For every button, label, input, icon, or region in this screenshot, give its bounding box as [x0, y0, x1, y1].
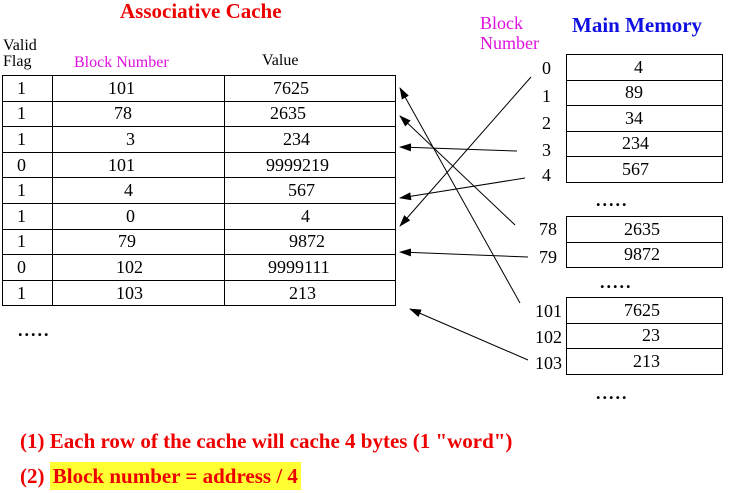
memory-row: 2635	[566, 216, 723, 243]
note-2-prefix: (2)	[20, 464, 50, 488]
cache-title: Associative Cache	[120, 0, 282, 23]
arrow-block-79	[399, 248, 529, 258]
valid-header-line1: Valid	[3, 37, 37, 54]
cache-row: 1 4 567	[2, 177, 396, 204]
note-2: (2) Block number = address / 4	[20, 462, 301, 490]
arrow-block-103	[409, 308, 529, 361]
memory-title: Main Memory	[572, 13, 703, 37]
value-cell: 2635	[224, 100, 396, 128]
memory-value-cell: 4	[566, 54, 723, 81]
cache-row: 0 101 9999219	[2, 151, 396, 179]
block-cell: 4	[52, 177, 225, 204]
value-cell: 9872	[224, 228, 396, 256]
mem-block-number: 4	[542, 165, 551, 185]
memory-table-group-2: 2635 9872	[566, 216, 723, 268]
memory-value-cell: 7625	[566, 297, 723, 324]
cache-row: 1 0 4	[2, 202, 396, 230]
cache-table: 1 101 7625 1 78 2635 1 3 234 0 101 99992…	[2, 75, 396, 307]
mem-block-number: 0	[542, 58, 551, 78]
value-cell: 567	[224, 177, 396, 204]
memory-value-cell: 213	[566, 348, 723, 375]
block-cell: 78	[52, 100, 225, 128]
memory-ellipsis: .....	[600, 272, 633, 292]
block-cell: 0	[52, 202, 225, 230]
mem-block-number: 79	[539, 247, 557, 267]
arrow-block-3	[399, 143, 518, 152]
value-header: Value	[262, 52, 299, 69]
memory-row: 7625	[566, 297, 723, 324]
cache-row: 1 103 213	[2, 279, 396, 307]
memory-table-group-1: 4 89 34 234 567	[566, 54, 723, 183]
value-cell: 213	[224, 279, 396, 307]
memory-row: 567	[566, 156, 723, 183]
block-cell: 103	[52, 279, 225, 307]
mem-block-header-line1: Block	[480, 13, 523, 33]
cache-ellipsis: .....	[18, 320, 51, 340]
valid-cell: 1	[2, 177, 53, 204]
memory-value-cell: 9872	[566, 241, 723, 268]
arrow-block-101	[399, 87, 521, 304]
mem-block-number: 2	[542, 113, 551, 133]
memory-value-cell: 567	[566, 156, 723, 183]
mem-block-number: 101	[535, 301, 562, 321]
valid-flag-header: Valid Flag	[3, 38, 37, 70]
memory-ellipsis: .....	[596, 383, 629, 403]
value-cell: 4	[224, 202, 396, 230]
block-cell: 79	[52, 228, 225, 256]
cache-row: 1 78 2635	[2, 100, 396, 128]
valid-cell: 1	[2, 126, 53, 153]
memory-ellipsis: .....	[596, 190, 629, 210]
note-1: (1) Each row of the cache will cache 4 b…	[20, 429, 513, 453]
mem-block-number: 3	[542, 140, 551, 160]
mem-block-header-line2: Number	[480, 33, 539, 53]
arrow-block-78	[399, 115, 516, 226]
cache-row: 1 3 234	[2, 126, 396, 153]
memory-value-cell: 2635	[566, 216, 723, 243]
cache-row: 1 101 7625	[2, 75, 396, 102]
memory-value-cell: 234	[566, 130, 723, 157]
memory-block-number-header: Block Number	[480, 13, 539, 53]
memory-row: 213	[566, 348, 723, 375]
mem-block-number: 1	[542, 86, 551, 106]
mem-block-number: 103	[535, 353, 562, 373]
valid-header-line2: Flag	[3, 53, 32, 70]
memory-row: 9872	[566, 241, 723, 268]
valid-cell: 1	[2, 228, 53, 256]
value-cell: 9999219	[224, 151, 396, 179]
cache-row: 1 79 9872	[2, 228, 396, 256]
memory-row: 234	[566, 130, 723, 157]
arrow-block-0	[399, 76, 532, 227]
block-cell: 101	[52, 151, 225, 179]
memory-value-cell: 34	[566, 105, 723, 132]
block-number-header: Block Number	[74, 54, 169, 71]
memory-table-group-3: 7625 23 213	[566, 297, 723, 375]
value-cell: 9999111	[224, 254, 396, 281]
memory-row: 34	[566, 105, 723, 132]
mem-block-number: 102	[535, 327, 562, 347]
memory-row: 4	[566, 54, 723, 81]
arrow-block-4	[399, 177, 526, 201]
note-2-highlight: Block number = address / 4	[49, 462, 301, 490]
mem-block-number: 78	[539, 219, 557, 239]
